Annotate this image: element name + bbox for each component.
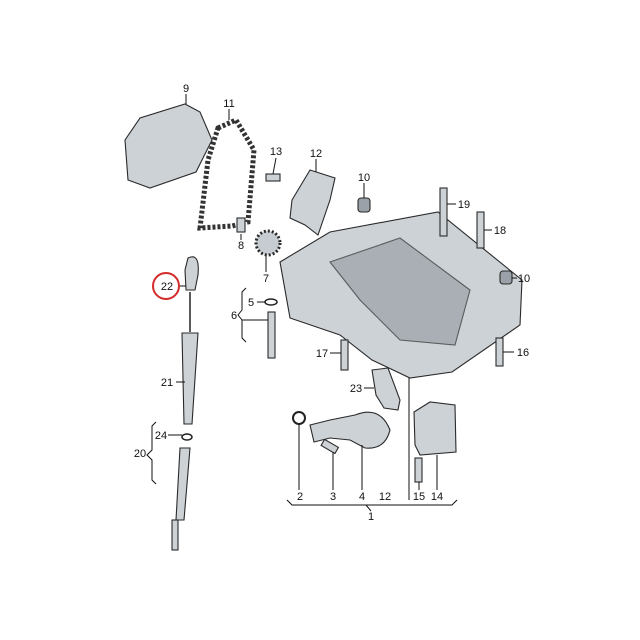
label-15[interactable]: 15: [413, 491, 425, 503]
label-3[interactable]: 3: [330, 491, 336, 503]
part-3-bolt: [320, 438, 340, 455]
part-6-bolt: [267, 311, 276, 359]
label-16[interactable]: 16: [517, 347, 529, 359]
part-9-timing-cover: [124, 103, 213, 189]
label-1[interactable]: 1: [368, 511, 374, 523]
housing-shading: [329, 237, 471, 346]
part-10-plug-right: [499, 270, 513, 285]
label-6[interactable]: 6: [231, 310, 237, 322]
label-11[interactable]: 11: [223, 98, 234, 110]
part-5-seal-ring: [264, 298, 278, 306]
label-9[interactable]: 9: [183, 83, 189, 95]
label-13[interactable]: 13: [270, 146, 282, 158]
label-8[interactable]: 8: [238, 240, 244, 252]
dipstick-tip: [171, 519, 179, 551]
label-21[interactable]: 21: [161, 377, 173, 389]
part-18-bolt: [476, 211, 485, 249]
label-5[interactable]: 5: [248, 297, 254, 309]
label-12-bottom[interactable]: 12: [379, 491, 391, 503]
label-2[interactable]: 2: [297, 491, 303, 503]
label-7[interactable]: 7: [263, 273, 269, 285]
label-10-top[interactable]: 10: [358, 172, 370, 184]
part-13-bolt: [265, 173, 281, 182]
part-14-pump-body: [413, 401, 457, 456]
label-17[interactable]: 17: [316, 348, 328, 360]
part-24-o-ring: [181, 433, 193, 441]
label-22[interactable]: 22: [161, 281, 173, 293]
part-labels: 9 11 13 12 10 19 18 8 7 10 22 5 6 17 16 …: [134, 83, 530, 523]
label-18[interactable]: 18: [494, 225, 506, 237]
label-24[interactable]: 24: [155, 430, 167, 442]
label-19[interactable]: 19: [458, 199, 470, 211]
part-17-bolt: [340, 339, 349, 371]
part-2-o-ring: [292, 411, 306, 425]
label-20[interactable]: 20: [134, 448, 146, 460]
part-15-bolt: [414, 457, 423, 483]
part-16-bolt: [495, 337, 504, 367]
leader-lines: [146, 94, 517, 512]
part-22-dipstick-handle: [184, 256, 199, 291]
part-10-plug: [357, 197, 371, 213]
label-23[interactable]: 23: [350, 383, 362, 395]
label-14[interactable]: 14: [431, 491, 443, 503]
part-12-tensioner: [289, 169, 336, 236]
part-8-bolt: [236, 217, 246, 233]
part-19-bolt: [439, 187, 448, 237]
label-12-top[interactable]: 12: [310, 148, 322, 160]
label-4[interactable]: 4: [359, 491, 365, 503]
part-23-baffle: [371, 367, 401, 411]
highlight-circle: [152, 272, 180, 300]
part-4-suction-pipe: [309, 411, 391, 449]
part-7-sprocket: [254, 229, 282, 257]
part-21-guide-tube: [181, 332, 199, 425]
part-20-lower-tube: [175, 447, 191, 521]
label-10-right[interactable]: 10: [518, 273, 530, 285]
